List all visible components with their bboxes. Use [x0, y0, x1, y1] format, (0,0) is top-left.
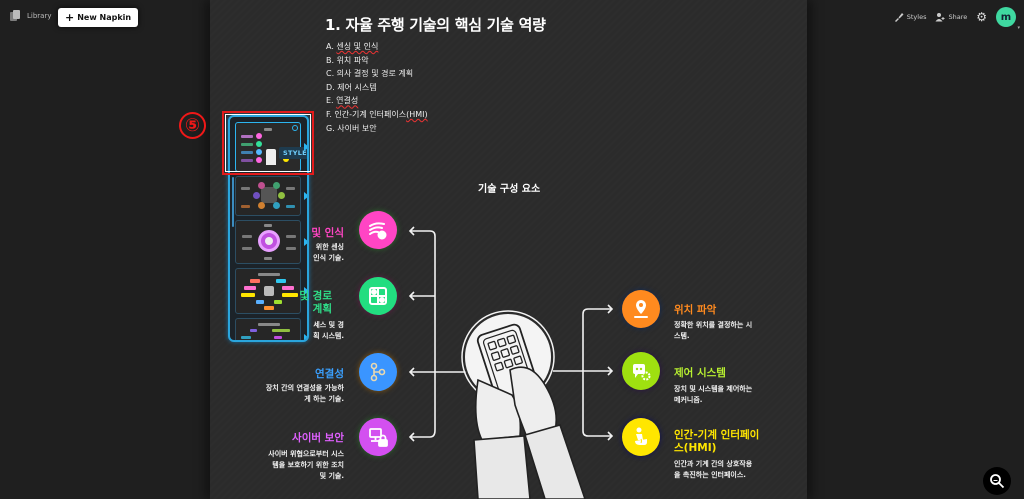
play-arrow-icon[interactable]: [304, 238, 307, 246]
label-line: 스(HMI): [674, 442, 717, 454]
outline-item[interactable]: E. 연결성: [326, 96, 359, 106]
node-label-planning[interactable]: 및 경로 계획: [299, 290, 332, 316]
styles-label: Styles: [906, 13, 927, 21]
label-line: 계획: [312, 303, 332, 315]
style-thumbnail-hub[interactable]: [235, 176, 307, 216]
node-label-localization[interactable]: 위치 파악: [674, 304, 717, 316]
styles-tag[interactable]: STYLES: [279, 147, 307, 159]
desc-line: 장치 및 시스템을 제어하는: [674, 385, 753, 393]
desc-line: 사이버 위협으로부터 시스: [268, 450, 344, 458]
chat-gear-icon[interactable]: [622, 352, 660, 390]
node-label-control-system[interactable]: 제어 시스템: [674, 367, 726, 379]
node-desc-localization: 정확한 위치를 결정하는 시 스템.: [674, 320, 752, 342]
connection-nodes-icon[interactable]: [359, 353, 397, 391]
style-picker-panel[interactable]: STYLES: [228, 115, 309, 342]
brush-icon: [894, 13, 904, 22]
node-desc-hmi: 인간과 기계 간의 상호작용 을 촉진하는 인터페이스.: [674, 459, 752, 481]
figure-icon: [266, 149, 276, 165]
sensor-waves-icon[interactable]: [359, 211, 397, 249]
zoom-button[interactable]: [983, 467, 1011, 495]
desc-line: 메커니즘.: [674, 396, 703, 404]
node-label-sensing[interactable]: 및 인식: [311, 227, 344, 239]
styles-button[interactable]: Styles: [894, 12, 927, 22]
play-arrow-icon[interactable]: [304, 287, 307, 295]
document-canvas[interactable]: [210, 0, 807, 499]
outline-item[interactable]: C. 의사 결정 및 경로 계획: [326, 69, 414, 79]
outline-item[interactable]: A. 센싱 및 인식: [326, 42, 379, 51]
chevron-down-icon: ▾: [1017, 25, 1020, 31]
node-label-cybersecurity[interactable]: 사이버 보안: [292, 432, 344, 444]
style-thumbnail-blocks[interactable]: [235, 268, 307, 314]
play-arrow-icon[interactable]: [304, 192, 307, 200]
desc-line: 세스 및 경: [313, 321, 344, 329]
user-avatar[interactable]: m ▾: [996, 7, 1020, 31]
computer-lock-icon[interactable]: [359, 418, 397, 456]
desc-line: 및 기술.: [319, 472, 344, 480]
desc-line: 템을 보호하기 위한 조치: [272, 461, 344, 469]
node-desc-sensing: 위한 센싱 인식 기술.: [313, 242, 344, 264]
library-button[interactable]: Library: [10, 10, 51, 22]
panel-scrollbar[interactable]: [232, 177, 234, 227]
desc-line: 게 하는 기술.: [304, 395, 344, 403]
outline-item[interactable]: B. 위치 파악: [326, 55, 369, 65]
desc-line: 스템.: [674, 332, 690, 340]
settings-gear-icon[interactable]: ⚙: [976, 10, 987, 24]
style-thumbnail-ring[interactable]: [235, 220, 307, 264]
desc-line: 장치 간의 연결성을 가능하: [265, 384, 344, 392]
annotation-number: ⑤: [179, 112, 206, 139]
outline-item[interactable]: D. 제어 시스템: [326, 82, 377, 92]
share-label: Share: [948, 13, 968, 21]
selected-indicator-icon: [292, 125, 298, 131]
avatar-initial: m: [1000, 11, 1012, 23]
magnifier-icon: [990, 474, 1005, 489]
desc-line: 정확한 위치를 결정하는 시: [674, 321, 753, 329]
node-desc-control-system: 장치 및 시스템을 제어하는 메커니즘.: [674, 384, 752, 406]
outline-item[interactable]: G. 사이버 보안: [326, 123, 377, 133]
node-desc-cybersecurity: 사이버 위협으로부터 시스 템을 보호하기 위한 조치 및 기술.: [268, 449, 344, 482]
share-button[interactable]: Share: [935, 12, 967, 22]
style-thumbnail-tree[interactable]: [235, 318, 307, 340]
library-icon: [10, 10, 21, 22]
plus-icon: +: [65, 11, 75, 24]
desc-line: 획 시스템.: [313, 332, 344, 340]
node-label-hmi[interactable]: 인간-기계 인터페이 스(HMI): [674, 429, 759, 455]
desc-line: 위한 센싱: [315, 243, 344, 251]
node-label-connectivity[interactable]: 연결성: [315, 368, 344, 380]
new-napkin-label: New Napkin: [77, 13, 132, 22]
outline-item[interactable]: F. 인간-기계 인터페이스(HMI): [326, 109, 428, 119]
location-pin-icon[interactable]: [622, 290, 660, 328]
top-right-toolbar: Styles Share ⚙ m ▾: [894, 7, 1020, 31]
person-touch-icon[interactable]: [622, 418, 660, 456]
outline-list: A. 센싱 및 인식 B. 위치 파악 C. 의사 결정 및 경로 계획 D. …: [326, 40, 428, 135]
play-arrow-icon[interactable]: [304, 334, 307, 340]
label-line: 인간-기계 인터페이: [674, 429, 760, 441]
style-thumbnail-mind-map[interactable]: STYLES: [235, 122, 307, 172]
library-label: Library: [27, 12, 52, 20]
desc-line: 인식 기술.: [313, 254, 344, 262]
label-line: 및 경로: [299, 290, 332, 302]
node-desc-connectivity: 장치 간의 연결성을 가능하 게 하는 기술.: [266, 383, 344, 405]
node-desc-planning: 세스 및 경 획 시스템.: [313, 320, 344, 342]
desc-line: 인간과 기계 간의 상호작용: [674, 460, 753, 468]
add-user-icon: [935, 13, 945, 22]
route-grid-icon[interactable]: [359, 277, 397, 315]
play-arrow-icon[interactable]: [304, 143, 307, 151]
new-napkin-button[interactable]: + New Napkin: [58, 8, 139, 27]
diagram-title[interactable]: 기술 구성 요소: [478, 184, 541, 195]
document-heading[interactable]: 1. 자율 주행 기술의 핵심 기술 역량: [325, 16, 546, 34]
desc-line: 을 촉진하는 인터페이스.: [674, 471, 746, 479]
